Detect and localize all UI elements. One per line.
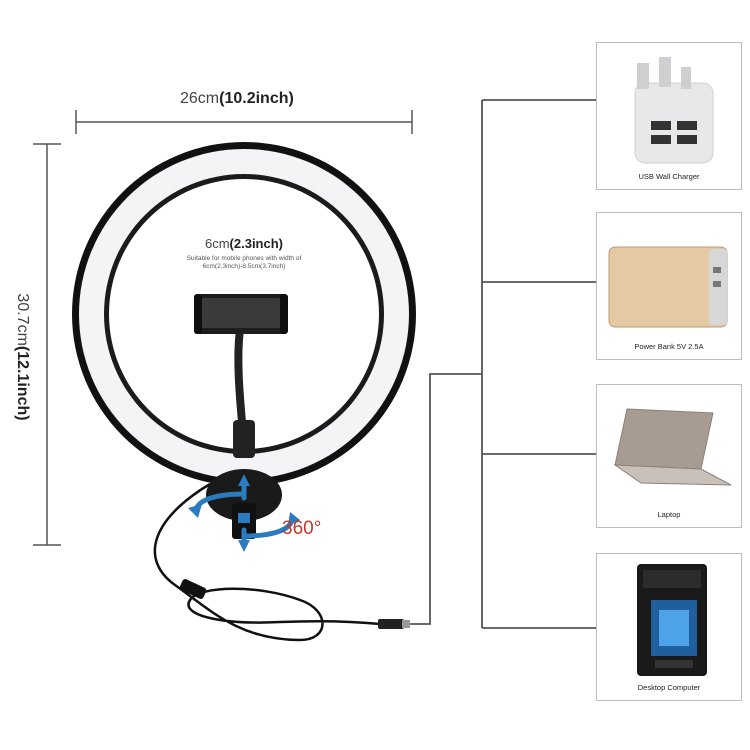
rotation-label: 360° [282, 518, 322, 539]
laptop-icon [613, 408, 732, 486]
width-dimension-line [75, 110, 413, 134]
usb-cable [153, 482, 381, 642]
clamp-note-line2: 6cm(2.3inch)-8.5cm(3.7inch) [202, 263, 286, 270]
clamp-cm: 6cm [204, 236, 230, 251]
clamp-inch: (2.3inch) [229, 236, 284, 251]
usb-plug [378, 619, 404, 629]
phone-clamp [194, 294, 288, 334]
power-source-laptop: Laptop [596, 384, 742, 528]
power-bank-label: Power Bank 5V 2.5A [634, 342, 704, 351]
rotation-arrowheads [188, 474, 300, 552]
power-bank-icon [608, 246, 728, 328]
height-dimension-line [33, 143, 61, 546]
width-inch: (10.2inch) [219, 90, 294, 107]
power-source-power-bank: Power Bank 5V 2.5A [596, 212, 742, 360]
clamp-note-line1: Suitable for mobile phones with width of [186, 255, 302, 262]
width-cm: 26cm [180, 90, 220, 107]
desktop-computer-icon [637, 564, 707, 676]
usb-wall-charger-icon [634, 57, 714, 164]
connector-lines [410, 99, 596, 629]
usb-wall-charger-label: USB Wall Charger [638, 172, 700, 181]
clamp-dimension-label: 6cm(2.3inch) [174, 236, 314, 251]
width-dimension-label: 26cm(10.2inch) [180, 90, 294, 108]
gooseneck-base [233, 420, 255, 458]
power-source-usb-wall-charger: USB Wall Charger [596, 42, 742, 190]
laptop-label: Laptop [657, 510, 681, 519]
cable-switch [179, 579, 207, 599]
power-source-desktop-computer: Desktop Computer [596, 553, 742, 701]
clamp-note: Suitable for mobile phones with width of… [160, 255, 328, 271]
usb-plug-tip [402, 620, 410, 628]
desktop-computer-label: Desktop Computer [637, 683, 701, 692]
